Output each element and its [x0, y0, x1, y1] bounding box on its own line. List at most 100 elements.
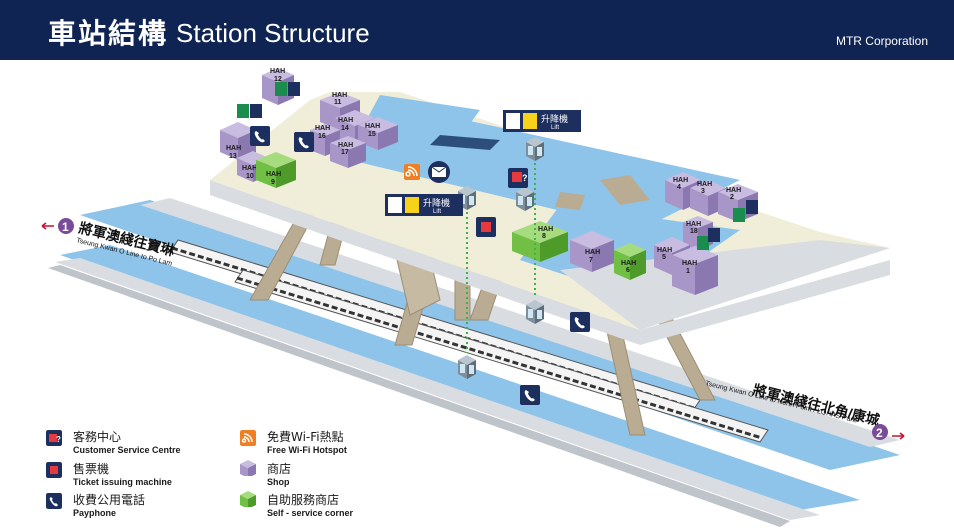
page-title-en: Station Structure [176, 18, 370, 48]
shop-number: 17 [341, 149, 349, 156]
shop-label: HAH [266, 171, 281, 178]
legend-label-zh: 自助服務商店 [267, 493, 340, 507]
shop-label: HAH [673, 177, 688, 184]
shop-number: 13 [229, 153, 237, 160]
legend-label-en: Customer Service Centre [73, 445, 181, 455]
shop-number: 4 [677, 184, 681, 191]
shop-number: 2 [730, 194, 734, 201]
exit-sign-icon [697, 228, 720, 250]
lift-label-en: Lift [433, 209, 441, 215]
payphone-icon [520, 385, 540, 405]
lift-label-zh: 升降機 [423, 197, 450, 208]
shop-label: HAH [315, 125, 330, 132]
platform-lower-edge [55, 258, 820, 520]
lift-path-lower [458, 186, 476, 379]
svg-text:?: ? [56, 435, 61, 444]
self-service-icon [240, 491, 256, 507]
concourse-level [210, 92, 890, 345]
shop-number: 16 [318, 133, 326, 140]
legend-label-en: Self - service corner [267, 508, 354, 518]
shop-number: 6 [626, 267, 630, 274]
payphone-icon [250, 126, 270, 146]
platform-lower-floor [60, 245, 860, 510]
shop-icon [240, 460, 256, 476]
page-title-zh: 車站結構 [48, 17, 169, 50]
shop-number: 3 [701, 188, 705, 195]
mail-icon [428, 161, 450, 183]
lift-label-en: Lift [551, 125, 559, 131]
customer-service-icon: ? [508, 168, 528, 188]
legend-label-zh: 售票機 [73, 462, 110, 476]
shop-number: 15 [368, 131, 376, 138]
legend-label-zh: 收費公用電話 [73, 493, 146, 507]
shop-number: 7 [589, 257, 593, 264]
shop-label: HAH [726, 187, 741, 194]
exit-sign-icon [275, 82, 300, 96]
wifi-icon [404, 164, 420, 180]
shop-label: HAH [338, 117, 353, 124]
payphone-icon [46, 493, 62, 509]
exit-sign-icon [733, 200, 758, 222]
shop-number: 18 [690, 228, 698, 235]
escalator [600, 175, 650, 205]
platform-number: 1 [62, 220, 69, 234]
header-bar: 車站結構 Station Structure MTR Corporation [0, 0, 954, 60]
legend-label-en: Free Wi-Fi Hotspot [267, 445, 347, 455]
exit-sign-icon [237, 104, 262, 118]
shop-number: 10 [246, 173, 254, 180]
platform-slab-side [48, 265, 790, 527]
legend-label-zh: 客務中心 [73, 430, 122, 444]
legend-label-zh: 免費Wi-Fi熱點 [267, 430, 344, 444]
shop-label: HAH [270, 68, 285, 75]
shop-label: HAH [682, 260, 697, 267]
brand-name: MTR Corporation [835, 34, 928, 48]
shop-label: HAH [538, 226, 553, 233]
shop-label: HAH [365, 123, 380, 130]
ticket-machine-icon [46, 462, 62, 478]
svg-text:?: ? [522, 173, 528, 183]
shop-label: HAH [242, 165, 257, 172]
legend-label-en: Ticket issuing machine [73, 477, 172, 487]
shop-label: HAH [686, 221, 701, 228]
shop-label: HAH [657, 247, 672, 254]
shop-number: 14 [341, 125, 349, 132]
ticket-machine-icon [476, 217, 496, 237]
lift-sign-upper: 升降機 Lift [503, 110, 581, 132]
shop-label: HAH [332, 92, 347, 99]
shop-label: HAH [621, 260, 636, 267]
wifi-icon [240, 430, 256, 446]
lift-sign-lower: 升降機 Lift [385, 194, 463, 216]
shop-number: 12 [274, 76, 282, 83]
customer-service-icon: ? [46, 430, 62, 446]
payphone-icon [570, 312, 590, 332]
escalator [555, 192, 585, 210]
lift-label-zh: 升降機 [541, 113, 568, 124]
shop-label: HAH [697, 181, 712, 188]
platform-number: 2 [876, 426, 883, 440]
escalator [430, 135, 500, 150]
legend-label-en: Payphone [73, 508, 117, 518]
shop-number: 1 [686, 268, 690, 275]
shop-number: 9 [271, 179, 275, 186]
legend-label-en: Shop [267, 477, 290, 487]
shop-number: 5 [662, 254, 666, 261]
legend-label-zh: 商店 [267, 462, 292, 476]
shop-number: 11 [334, 99, 342, 106]
shop-number: 8 [542, 233, 546, 240]
shop-label: HAH [226, 145, 241, 152]
concourse-underside [210, 180, 890, 345]
shop-label: HAH [585, 249, 600, 256]
shop-label: HAH [338, 142, 353, 149]
payphone-icon [294, 132, 314, 152]
